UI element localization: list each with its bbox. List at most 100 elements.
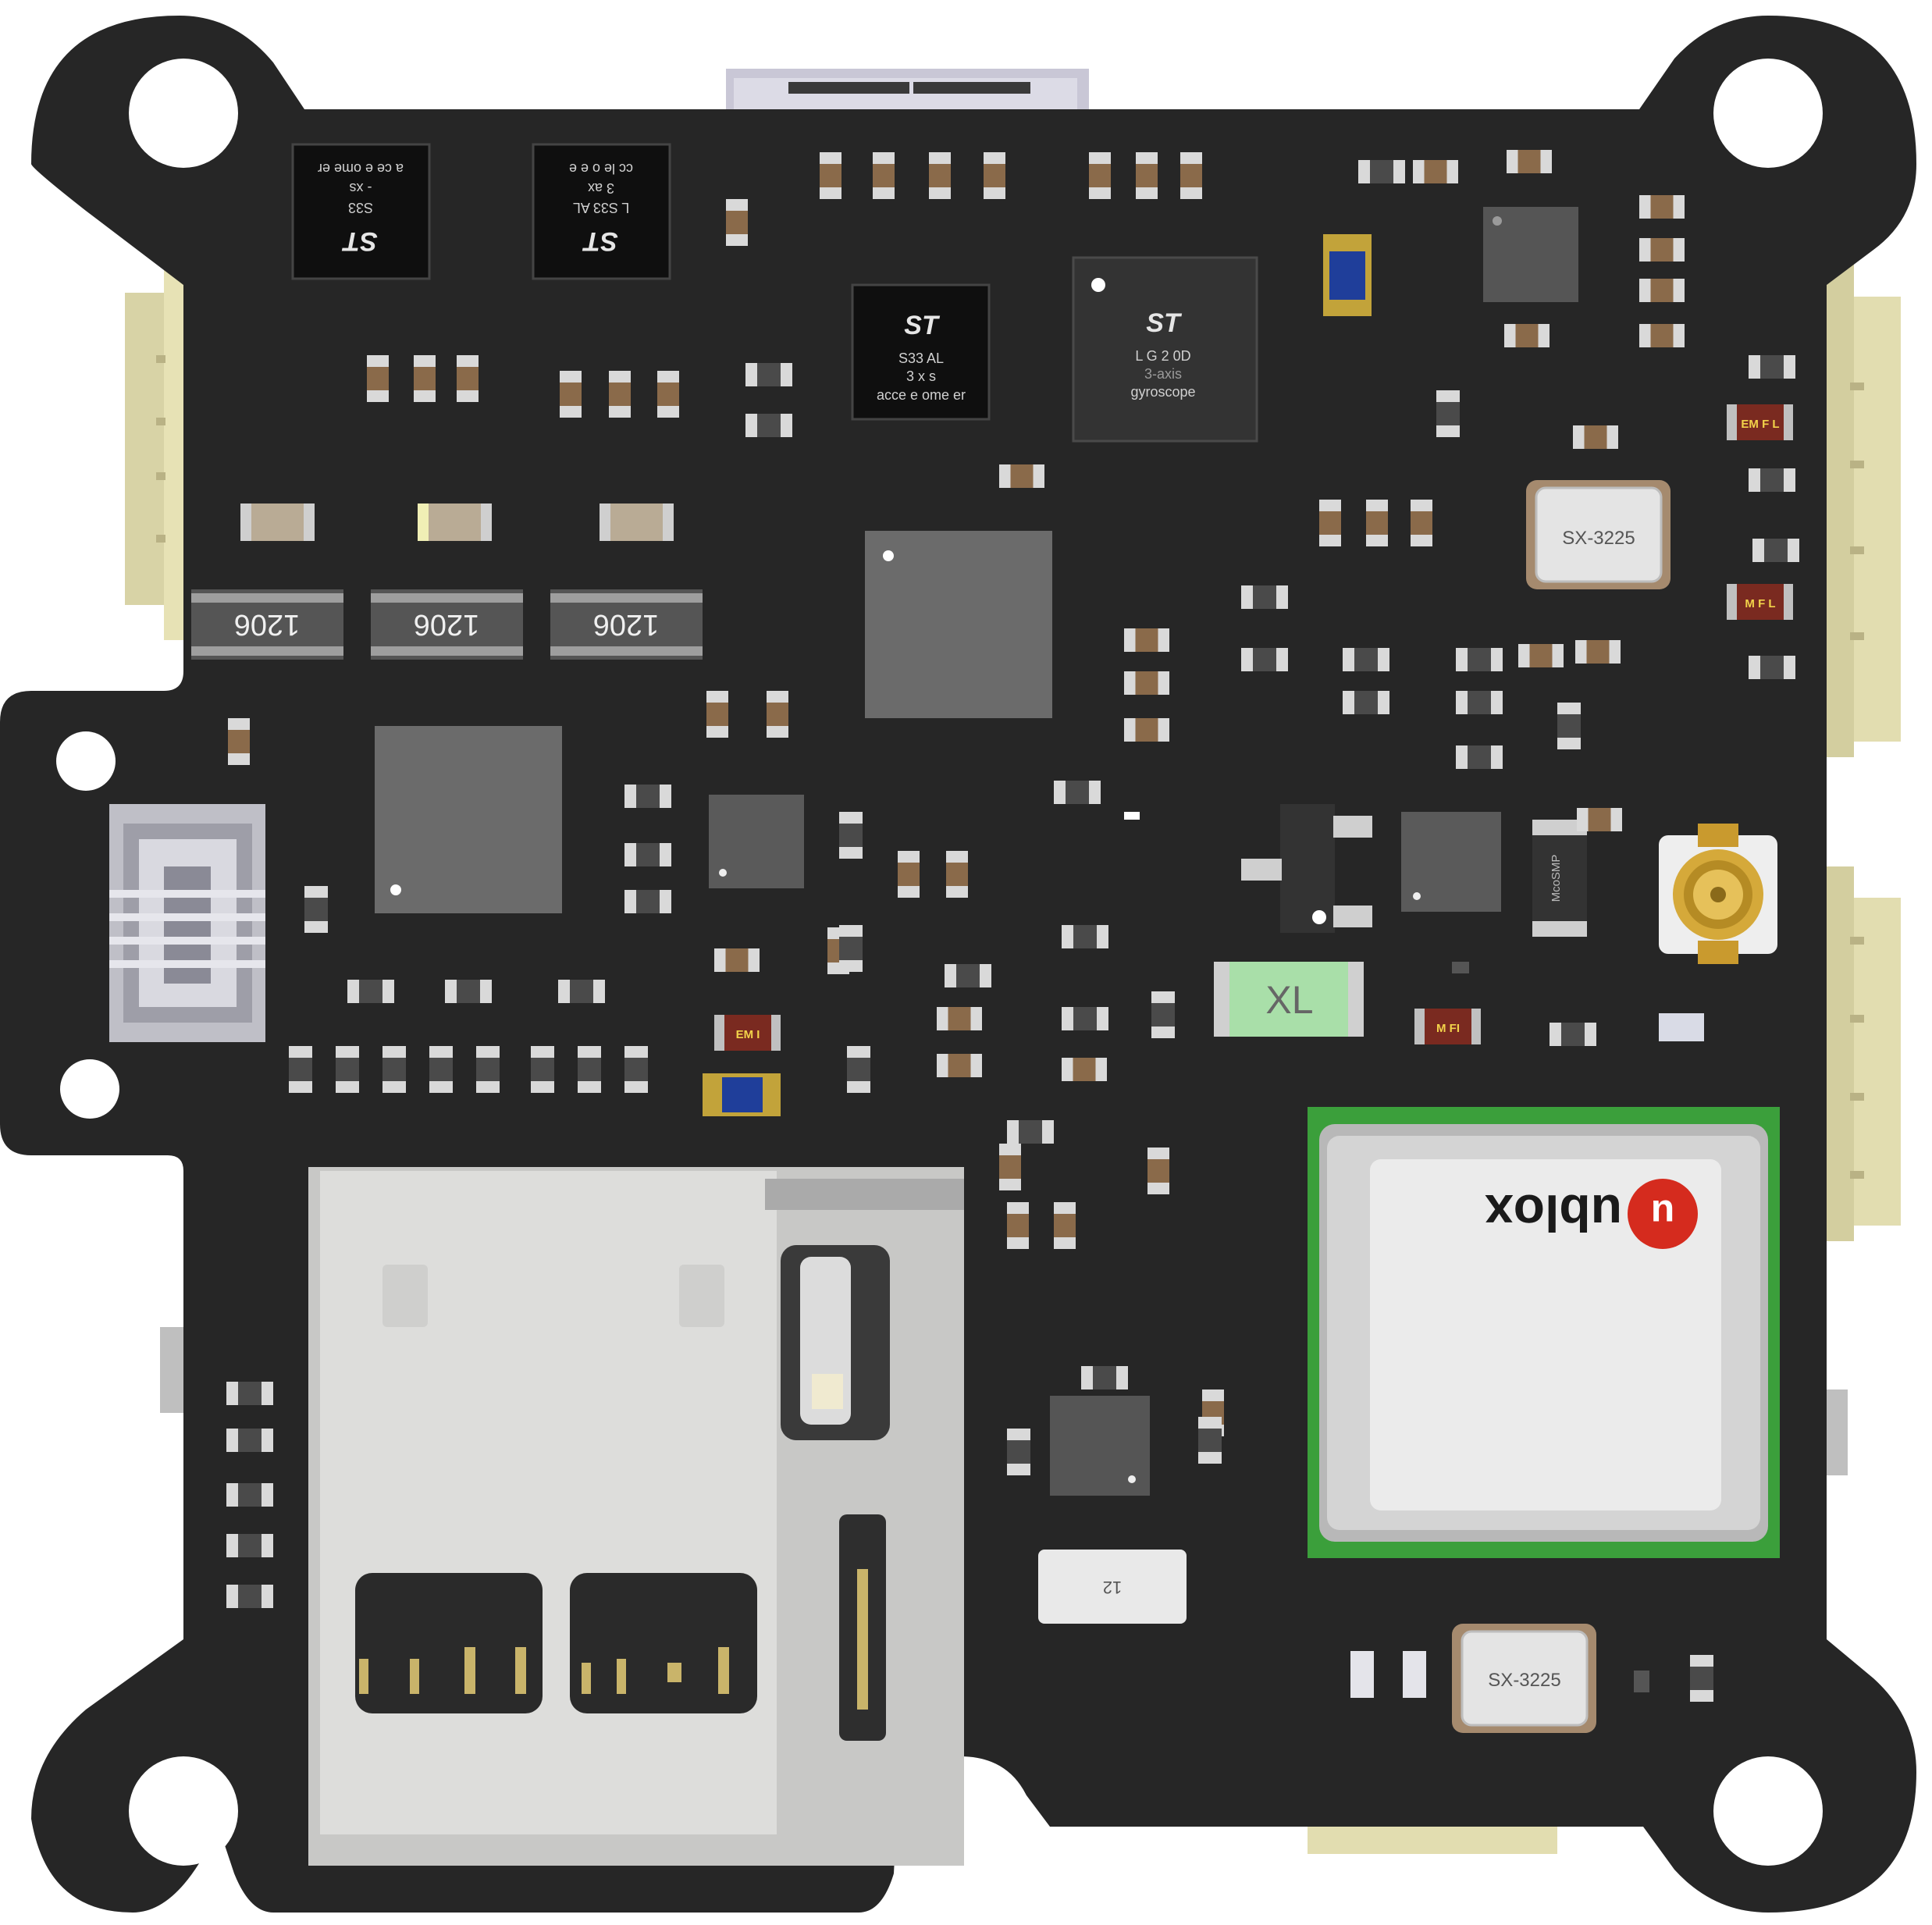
smd-passive bbox=[1634, 1671, 1649, 1692]
diode-label: McoSMP bbox=[1550, 855, 1563, 902]
smd-passive bbox=[1350, 1651, 1374, 1698]
smd-passive bbox=[1639, 238, 1685, 262]
right-mid-connector bbox=[1819, 866, 1901, 1241]
smd-passive bbox=[1639, 279, 1685, 302]
smd-passive bbox=[1507, 150, 1552, 173]
smd-passive bbox=[624, 1046, 648, 1093]
smd-passive bbox=[1081, 1366, 1128, 1389]
smd-passive bbox=[1007, 1202, 1029, 1249]
usb-connector bbox=[726, 69, 1089, 116]
smd-passive bbox=[1343, 648, 1389, 671]
smd-passive bbox=[1089, 152, 1111, 199]
gps-module: u ublox bbox=[1308, 1107, 1780, 1558]
chip-text-line1: S33 bbox=[348, 200, 373, 215]
smd-passive bbox=[226, 1585, 273, 1608]
st-logo-icon: ST bbox=[904, 311, 941, 340]
smd-passive bbox=[847, 1046, 870, 1093]
smd-passive bbox=[1639, 324, 1685, 347]
smd-passive bbox=[1749, 355, 1795, 379]
smd-passive bbox=[1147, 1148, 1169, 1194]
smd-passive bbox=[304, 886, 328, 933]
smd-passive bbox=[624, 785, 671, 808]
fuse-label: M F L bbox=[1745, 597, 1775, 610]
smd-passive bbox=[624, 843, 671, 866]
diode: McoSMP bbox=[1532, 820, 1587, 937]
crystal-oscillator-2: SX-3225 bbox=[1452, 1624, 1596, 1733]
resistor-pack-label: 1206 bbox=[593, 608, 660, 641]
fuse-4: M FI bbox=[1414, 1009, 1481, 1044]
st-logo-icon: ST bbox=[341, 226, 378, 256]
smd-passive bbox=[1343, 691, 1389, 714]
smd-passive bbox=[706, 691, 728, 738]
passive-components bbox=[226, 150, 1799, 1702]
gps-brand-label: ublox bbox=[1485, 1184, 1622, 1242]
chip-text-line2: 3 x s bbox=[906, 368, 936, 384]
smd-passive bbox=[745, 414, 792, 437]
smd-passive bbox=[999, 464, 1044, 488]
smd-passive bbox=[226, 1483, 273, 1507]
chip-text-line2: 3-axis bbox=[1144, 366, 1182, 382]
smd-passive bbox=[1550, 1023, 1596, 1046]
smd-passive bbox=[946, 851, 968, 898]
smd-passive bbox=[382, 1046, 406, 1093]
smd-passive bbox=[1180, 152, 1202, 199]
accelerometer-chip-center: ST S33 AL 3 x s acce e ome er bbox=[851, 283, 991, 421]
st-logo-icon: ST bbox=[582, 226, 618, 256]
resistor-pack-label: 1206 bbox=[414, 608, 480, 641]
small-white-component: 12 bbox=[1038, 1550, 1187, 1624]
fuse-2: M F L bbox=[1727, 584, 1793, 620]
smd-passive bbox=[657, 371, 679, 418]
smd-passive bbox=[228, 718, 250, 765]
smd-passive bbox=[820, 152, 841, 199]
resistor-pack-1: 1206 bbox=[191, 589, 343, 660]
chip-text-line2: - xs bbox=[350, 180, 372, 196]
right-top-connector bbox=[1819, 258, 1901, 757]
smd-passive bbox=[578, 1046, 601, 1093]
ublox-u-logo-icon: u bbox=[1651, 1192, 1675, 1236]
smd-passive bbox=[1690, 1655, 1713, 1702]
smd-passive bbox=[1151, 991, 1175, 1038]
ufl-antenna-connector bbox=[1659, 824, 1777, 964]
smd-passive bbox=[531, 1046, 554, 1093]
smd-passive bbox=[898, 851, 920, 898]
smd-passive bbox=[1136, 152, 1158, 199]
microsd-card-slot bbox=[308, 1167, 964, 1866]
smd-passive bbox=[1749, 656, 1795, 679]
smd-passive bbox=[1577, 808, 1622, 831]
fuse-label: EM F L bbox=[1741, 418, 1779, 431]
smd-passive bbox=[609, 371, 631, 418]
smd-passive bbox=[1366, 500, 1388, 546]
smd-passive bbox=[1659, 1013, 1704, 1041]
smd-passive bbox=[624, 890, 671, 913]
smd-passive bbox=[1062, 925, 1108, 948]
fuse-1: EM F L bbox=[1727, 404, 1793, 440]
fuse-3: EM I bbox=[714, 1015, 781, 1051]
chip-text-line2: 3 ax bbox=[588, 180, 614, 196]
left-top-connector bbox=[125, 258, 187, 640]
smd-passive bbox=[289, 1046, 312, 1093]
smd-passive bbox=[560, 371, 582, 418]
accelerometer-chip-topleft: a ce e ome er - xs S33 ST bbox=[291, 143, 431, 280]
smd-passive bbox=[1358, 160, 1405, 183]
smd-passive bbox=[1007, 1120, 1054, 1144]
crystal-oscillator-1: SX-3225 bbox=[1526, 480, 1670, 589]
smd-passive bbox=[1062, 1058, 1107, 1081]
tantalum-capacitors bbox=[703, 234, 1372, 1116]
smd-passive bbox=[1124, 812, 1140, 820]
smd-passive bbox=[1518, 644, 1564, 667]
chip-text-line3: a ce e ome er bbox=[318, 161, 404, 176]
chip-text-line1: L S33 AL bbox=[573, 200, 629, 215]
smd-passive bbox=[999, 1144, 1021, 1190]
polyfuse-label: XL bbox=[1265, 978, 1313, 1022]
fuse-label: EM I bbox=[736, 1028, 760, 1041]
smd-passive bbox=[1054, 781, 1101, 804]
large-capacitors bbox=[240, 503, 674, 541]
smd-passive bbox=[226, 1429, 273, 1452]
smd-passive bbox=[984, 152, 1005, 199]
smd-passive bbox=[1504, 324, 1550, 347]
smd-passive bbox=[414, 355, 436, 402]
smd-passive bbox=[445, 980, 492, 1003]
chip-text-line3: gyroscope bbox=[1130, 384, 1195, 400]
polyfuse: XL bbox=[1214, 962, 1364, 1037]
smd-passive bbox=[1241, 585, 1288, 609]
